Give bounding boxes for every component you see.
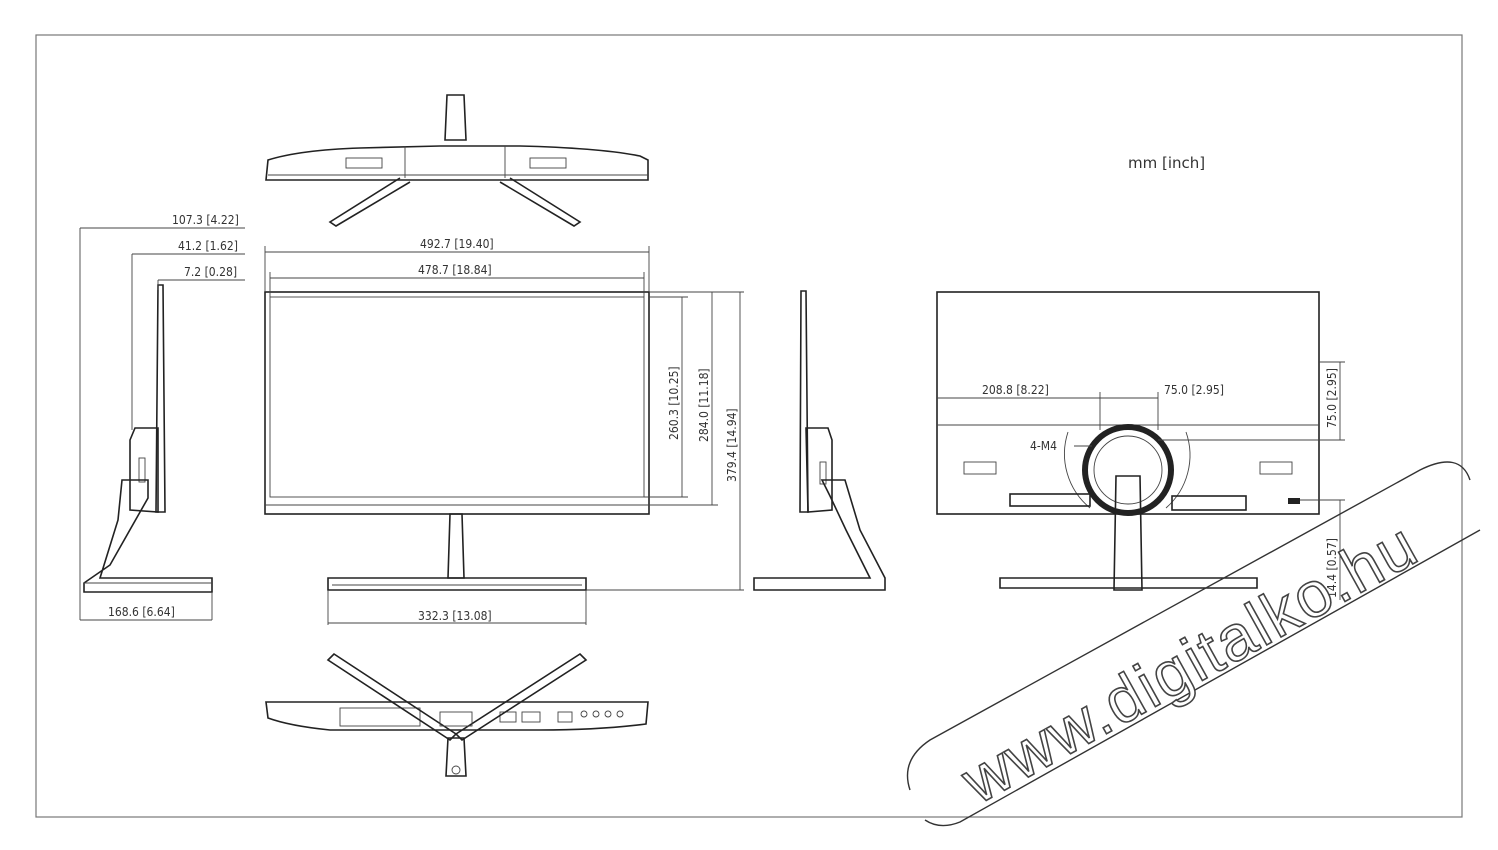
- dim-rear-vesa-v: 75.0 [2.95]: [1325, 368, 1339, 428]
- top-view: [265, 94, 649, 227]
- units-label: mm [inch]: [1128, 154, 1205, 172]
- dim-front-height-total: 379.4 [14.94]: [725, 408, 739, 482]
- dim-rear-bottom: 14.4 [0.57]: [1325, 538, 1339, 598]
- dim-side-depth-total: 107.3 [4.22]: [172, 213, 239, 227]
- dim-front-height-panel: 284.0 [11.18]: [697, 368, 711, 442]
- dim-side-depth-body: 41.2 [1.62]: [178, 239, 238, 253]
- side-view-right: [753, 290, 886, 591]
- side-view-left: [79, 227, 245, 621]
- bottom-view: [265, 652, 649, 777]
- dim-rear-screw: 4-M4: [1030, 439, 1057, 453]
- dim-front-width-screen: 478.7 [18.84]: [418, 263, 492, 277]
- watermark: www.digitalko.hu: [906, 461, 1481, 827]
- drawing-frame: [35, 34, 1463, 818]
- rear-view: [936, 291, 1345, 600]
- dim-side-base-depth: 168.6 [6.64]: [108, 605, 175, 619]
- dim-front-height-screen: 260.3 [10.25]: [667, 366, 681, 440]
- dim-rear-offset: 208.8 [8.22]: [982, 383, 1049, 397]
- front-view: [264, 246, 744, 625]
- watermark-text: www.digitalko.hu: [949, 508, 1430, 818]
- dim-rear-vesa-h: 75.0 [2.95]: [1164, 383, 1224, 397]
- dim-front-width-total: 492.7 [19.40]: [420, 237, 494, 251]
- dim-front-base-width: 332.3 [13.08]: [418, 609, 492, 623]
- dim-side-depth-panel: 7.2 [0.28]: [184, 265, 237, 279]
